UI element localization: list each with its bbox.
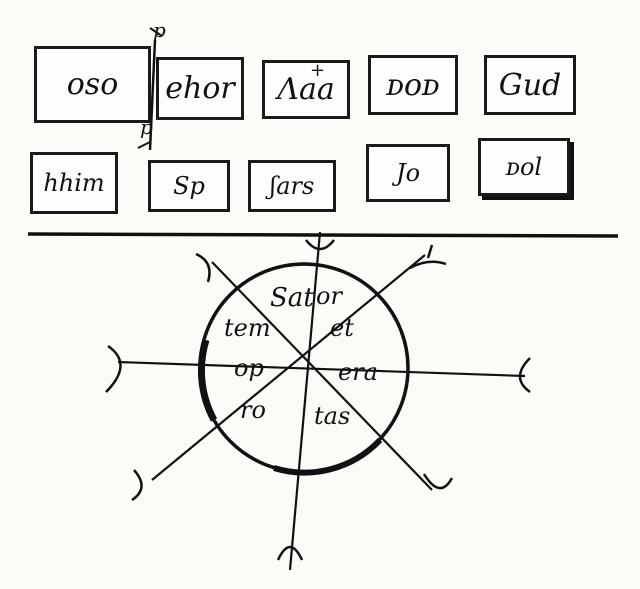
- seal-word-sat: Sat: [270, 283, 314, 313]
- word-box-laa: Λaa: [262, 60, 350, 119]
- word-text: ᴅol: [505, 153, 543, 181]
- word-box-ehor: ehor: [156, 57, 244, 120]
- divider-stroke: [149, 27, 163, 37]
- word-text: Λaa: [277, 72, 335, 107]
- word-text: ᴅoᴅ: [386, 67, 440, 103]
- word-box-dol: ᴅol: [478, 138, 570, 196]
- seal-rays: [117, 231, 526, 571]
- divider-stroke: [137, 141, 151, 149]
- divider-stroke: [148, 39, 157, 151]
- ray-hooks: [105, 239, 531, 561]
- word-text: oso: [66, 67, 119, 102]
- word-text: Gud: [498, 67, 562, 103]
- word-text: hhim: [43, 169, 105, 197]
- word-box-jo: Jo: [366, 144, 450, 202]
- seal-word-ro: ro: [240, 396, 266, 424]
- seal-word-or: or: [316, 282, 343, 310]
- word-text: Sp: [173, 172, 205, 200]
- word-box-dod: ᴅoᴅ: [368, 55, 458, 115]
- seal-word-op: op: [234, 354, 264, 382]
- word-text: Jo: [395, 159, 421, 187]
- seal-word-era: era: [338, 358, 378, 386]
- word-text: ʃars: [269, 172, 315, 200]
- seal-word-et: et: [330, 314, 354, 342]
- seal-word-tem: tem: [224, 314, 271, 342]
- word-box-oso: oso: [34, 46, 151, 123]
- word-box-hhim: hhim: [30, 152, 118, 214]
- seal-word-tas: tas: [314, 402, 350, 430]
- cross-mark: +: [310, 60, 325, 81]
- word-box-gud: Gud: [484, 55, 576, 115]
- seal-circle-shadow: [273, 437, 383, 476]
- word-box-fars: ʃars: [248, 160, 336, 212]
- seal-circle-shadow: [197, 338, 218, 422]
- word-text: ehor: [165, 71, 235, 106]
- horizontal-rule: [27, 232, 619, 238]
- word-box-sp: Sp: [148, 160, 230, 212]
- hook-mark-top: p: [153, 18, 166, 42]
